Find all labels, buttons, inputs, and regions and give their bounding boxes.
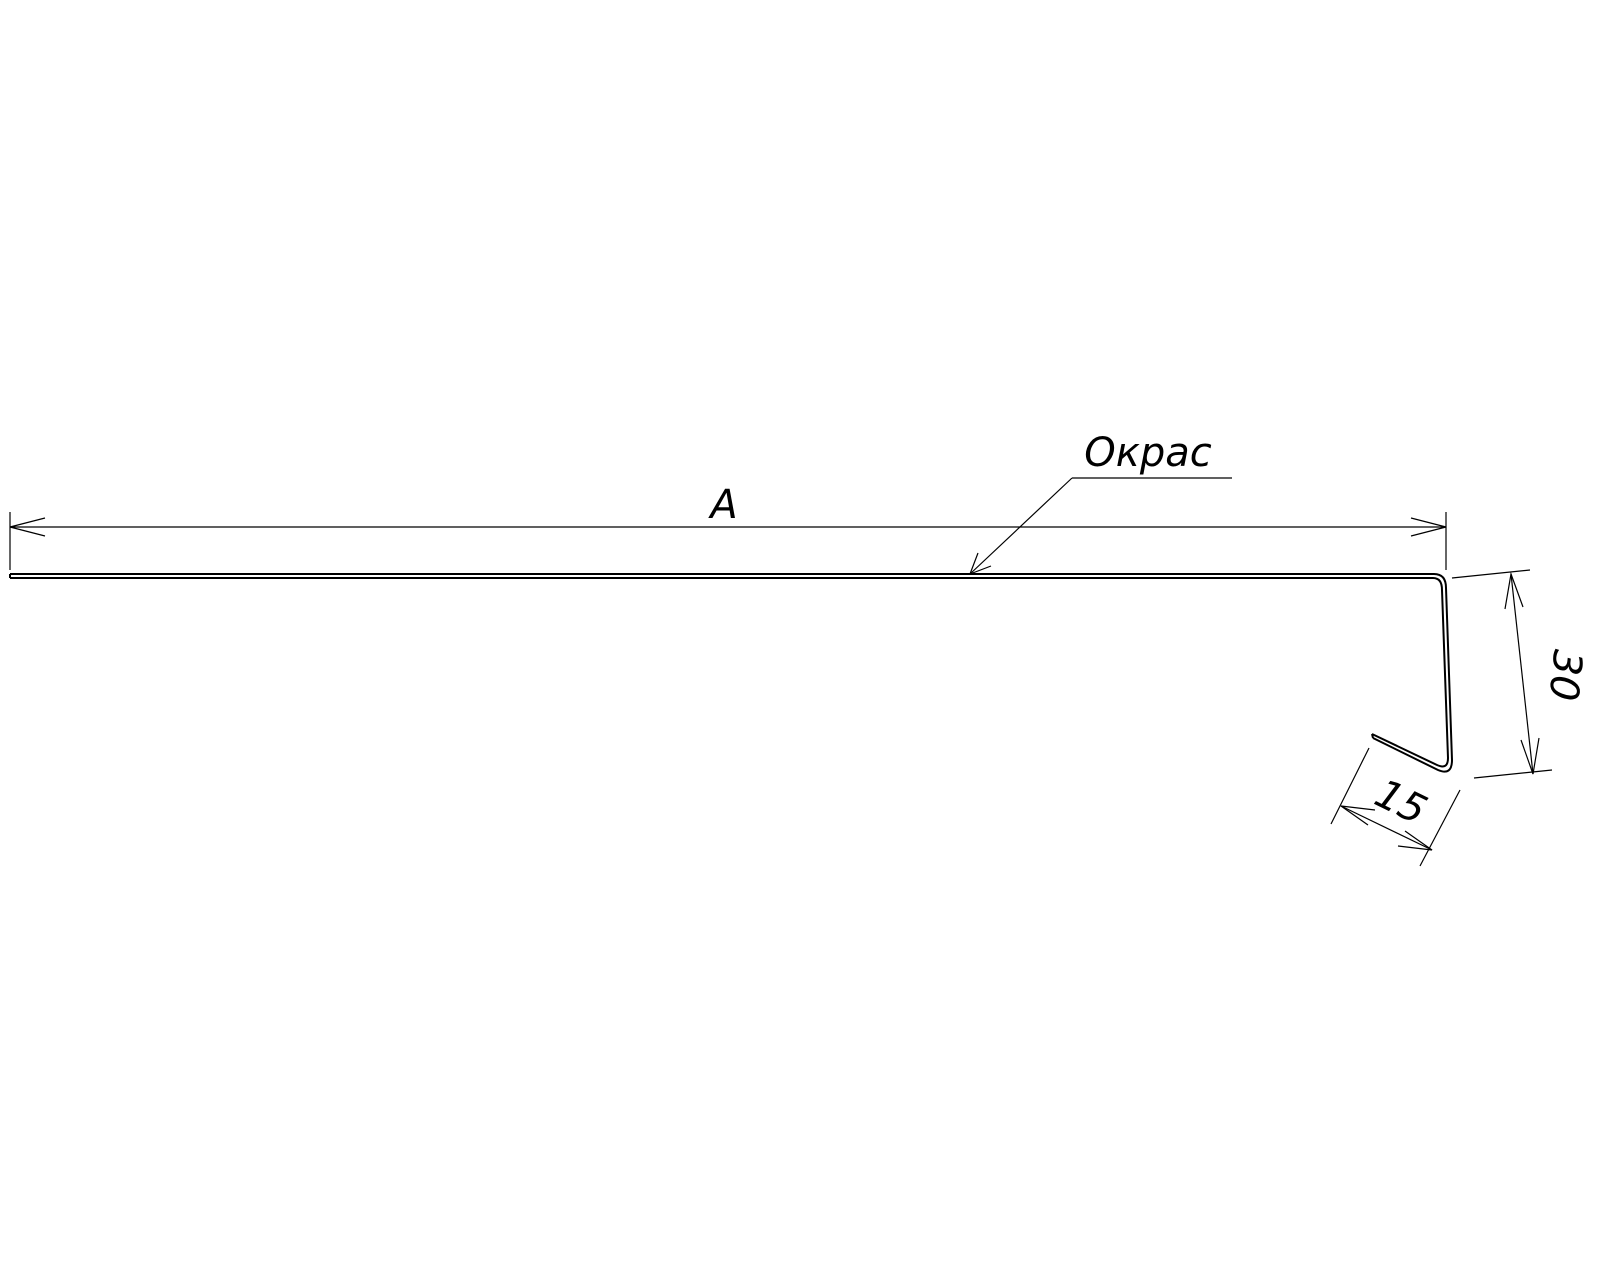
dimension-15-extension-left xyxy=(1330,747,1370,825)
profile-end-cap xyxy=(1371,733,1374,739)
dimension-30-arrow-bottom-icon xyxy=(1520,737,1540,775)
profile-inner-line xyxy=(10,577,1449,768)
dimension-30-arrow-top-icon xyxy=(1504,571,1524,610)
dimension-a-arrow-right-icon xyxy=(1410,517,1447,537)
dimension-30-label: 30 xyxy=(1539,648,1590,703)
dimension-a: A xyxy=(9,482,1447,570)
dimension-30-extension-top xyxy=(1451,569,1531,579)
dimension-30: 30 xyxy=(1451,569,1590,779)
dimension-a-arrow-left-icon xyxy=(9,517,46,537)
dimension-15-line xyxy=(1340,805,1433,851)
coating-leader-line xyxy=(969,477,1073,575)
dimension-30-extension-bottom xyxy=(1473,769,1553,779)
dimension-15-label: 15 xyxy=(1368,770,1434,834)
profile-outer-line xyxy=(10,573,1453,773)
coating-leader-arrow-icon xyxy=(968,552,992,576)
dimension-30-line xyxy=(1510,573,1534,775)
dimension-15-extension-right xyxy=(1419,789,1461,867)
coating-leader: Окрас xyxy=(968,430,1232,576)
coating-label: Окрас xyxy=(1084,430,1212,476)
dimension-15-arrow-left-icon xyxy=(1340,805,1376,826)
dimension-a-label: A xyxy=(707,482,737,528)
sheet-profile xyxy=(9,573,1453,773)
dimension-15-arrow-right-icon xyxy=(1397,830,1433,851)
